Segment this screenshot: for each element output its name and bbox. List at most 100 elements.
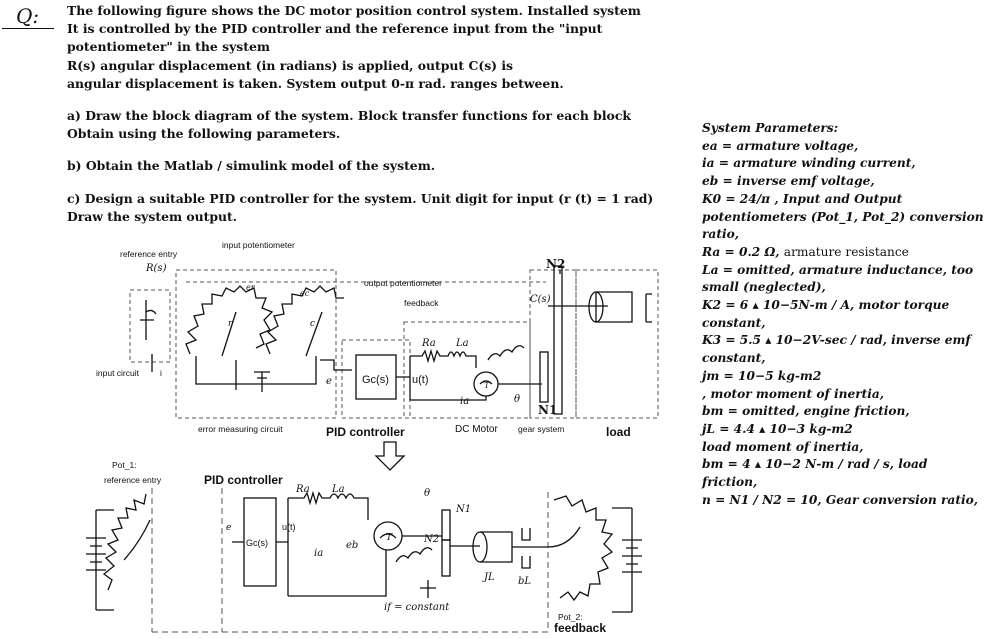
n1-label-top: N1 [538, 403, 557, 417]
torque-label-top: T [484, 381, 490, 390]
part-b: b) Obtain the Matlab / simulink model of… [67, 157, 667, 175]
ia-label-bottom: ia [314, 548, 323, 559]
reference-wiper [96, 509, 151, 611]
param-line: K0 = 24/π , Input and Output [702, 191, 903, 206]
param-ra-plain: armature resistance [783, 244, 909, 259]
potentiometer-wipers-icon [221, 311, 323, 357]
la-label-top: La [455, 338, 469, 349]
load-label: load [606, 425, 631, 439]
c-s-label: C(s) [530, 294, 551, 305]
torque-arrow-bottom-icon [379, 533, 397, 539]
param-line: ia = armature winding current, [702, 156, 916, 171]
part-a: a) Draw the block diagram of the system.… [67, 107, 667, 143]
intro-line: potentiometer" in the system [67, 39, 270, 55]
bl-label: bL [518, 576, 531, 587]
ec-label: ec [300, 289, 310, 298]
r-s-label: R(s) [145, 263, 167, 274]
gc-wiring-bottom [232, 498, 289, 596]
motor-torque-arrow-icon [479, 380, 493, 385]
pot2-label: Pot_2: [558, 612, 583, 622]
question-label-underline [2, 28, 54, 29]
motor-return-wire [288, 550, 387, 597]
i-label: i [160, 368, 162, 378]
intro-line: R(s) angular displacement (in radians) i… [67, 57, 514, 73]
error-wiring [195, 356, 317, 392]
feedback-bottom-label: feedback [554, 621, 606, 635]
load-friction-icon [645, 293, 652, 323]
param-line: eb = inverse emf voltage, [702, 174, 875, 189]
load-friction-bottom-icon [512, 528, 548, 569]
pot1-label: Pot_1: [112, 460, 137, 470]
gear-n1-bottom-icon [441, 509, 451, 541]
theta-label-top: θ [514, 394, 520, 405]
error-measuring-box [175, 269, 337, 419]
param-line: jm = 10−5 kg-m2 [702, 368, 822, 383]
battery-left-icon [86, 510, 106, 610]
error-measuring-label: error measuring circuit [198, 424, 283, 434]
part-a-line: Obtain using the following parameters. [67, 126, 341, 142]
part-c-line: Draw the system output. [67, 208, 238, 224]
param-line: potentiometers (Pot_1, Pot_2) conversion [702, 209, 984, 224]
c-wiper-label: c [310, 319, 315, 329]
parameters-title: System Parameters: [702, 121, 839, 135]
param-line: La = omitted, armature inductance, too [702, 262, 974, 277]
param-ra: Ra = 0.2 Ω, [702, 244, 784, 259]
feedback-wiper [547, 526, 581, 548]
bottom-figure [86, 488, 642, 633]
ia-label-top: ia [460, 396, 469, 407]
param-line: small (neglected), [702, 280, 826, 295]
output-potentiometer-label: output potentiometer [364, 278, 442, 288]
part-c: c) Design a suitable PID controller for … [67, 190, 667, 226]
n2-label-top: N2 [546, 257, 565, 271]
field-coil-bottom-icon [395, 547, 436, 598]
if-constant-label: if = constant [384, 602, 450, 613]
ra-label-top: Ra [421, 338, 436, 349]
intro-line: It is controlled by the PID controller a… [67, 21, 603, 37]
battery-right-icon [612, 507, 642, 613]
dc-motor-label: DC Motor [455, 424, 498, 435]
intro-line: The following figure shows the DC motor … [67, 3, 641, 18]
torque-label-bottom: T [386, 533, 393, 543]
reference-potentiometer-icon [102, 493, 147, 591]
param-line: constant, [702, 351, 766, 366]
la-label-bottom: La [331, 484, 345, 495]
bottom-feedback-loop [151, 488, 549, 633]
param-line: K3 = 5.5 ▴ 10−2V-sec / rad, inverse emf [702, 333, 971, 348]
n1-label-bottom: N1 [455, 504, 471, 515]
u-label-bottom: u(t) [282, 522, 296, 532]
part-a-line: a) Draw the block diagram of the system.… [67, 108, 631, 124]
ra-label-bottom: Ra [295, 484, 310, 495]
output-potentiometer-icon [265, 285, 344, 355]
reference-entry-label: reference entry [120, 249, 178, 259]
e-label-bottom: e [226, 523, 231, 533]
input-circuit-box [129, 289, 171, 363]
arrow-down-icon [374, 441, 406, 471]
feedback-label: feedback [404, 298, 439, 308]
n2-label-bottom: N2 [423, 534, 439, 545]
param-line: bm = omitted, engine friction, [702, 404, 910, 419]
feedback-potentiometer-icon [553, 495, 614, 602]
er-label: er [246, 283, 256, 292]
gear-n2-icon [553, 265, 563, 415]
part-c-line: c) Design a suitable PID controller for … [67, 190, 654, 206]
pid-controller-label-bottom: PID controller [204, 473, 283, 487]
gear-system-box [529, 269, 577, 419]
param-line: load moment of inertia, [702, 439, 864, 454]
load-box [575, 269, 659, 419]
param-line: constant, [702, 315, 766, 330]
gear-n1-icon [539, 351, 549, 403]
system-parameters: System Parameters: ea = armature voltage… [702, 120, 986, 509]
param-line: jL = 4.4 ▴ 10−3 kg-m2 [702, 421, 853, 436]
gear-system-label: gear system [518, 424, 564, 434]
intro-line: angular displacement is taken. System ou… [67, 75, 564, 91]
part-b-line: b) Obtain the Matlab / simulink model of… [67, 158, 436, 174]
load-inertia-icon [595, 291, 633, 323]
input-circuit-label: input circuit [96, 368, 140, 378]
input-source-icon [140, 300, 157, 340]
dc-motor-box [403, 321, 531, 419]
param-line: K2 = 6 ▴ 10−5N-m / A, motor torque [702, 298, 950, 313]
field-coil-icon [487, 345, 525, 361]
error-output-wire [235, 359, 352, 390]
param-line: ea = armature voltage, [702, 138, 859, 153]
pid-controller-label-top: PID controller [326, 425, 405, 439]
